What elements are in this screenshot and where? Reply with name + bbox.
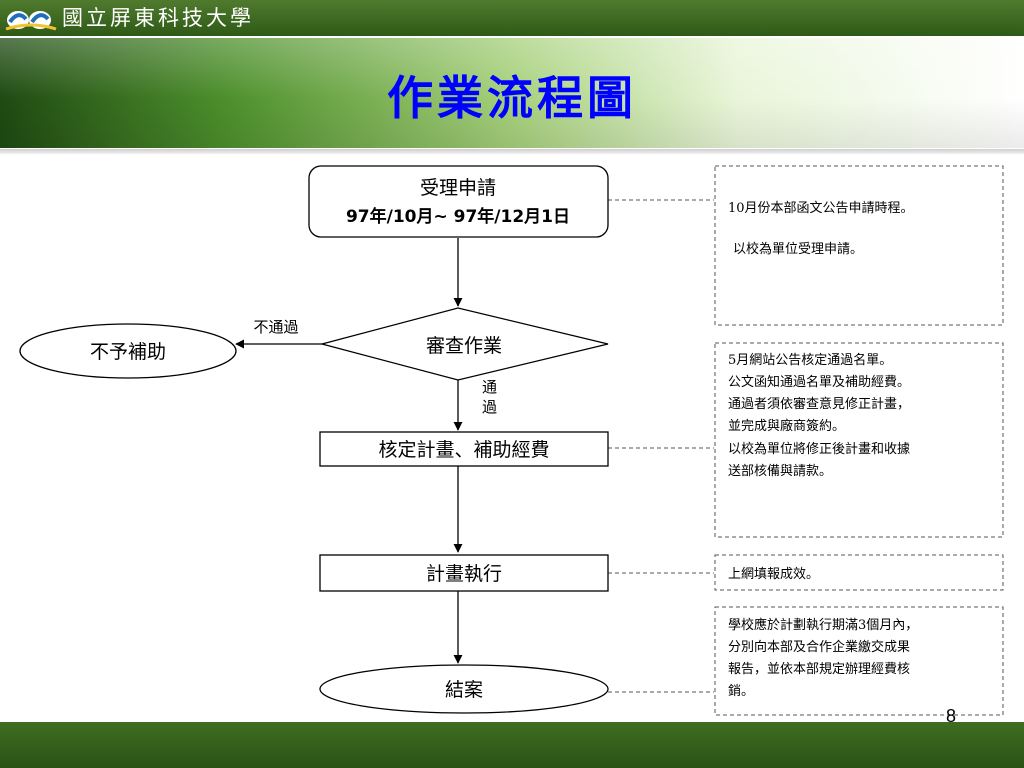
note-2-line-2: 公文函知通過名單及補助經費。 — [728, 374, 910, 390]
banner-shine — [0, 38, 1024, 148]
top-bar — [0, 0, 1024, 36]
node-approve — [319, 431, 609, 467]
page-title: 作業流程圖 — [387, 71, 637, 125]
node-execute — [319, 554, 609, 592]
bottom-bar — [0, 722, 1024, 768]
node-review-label: 審查作業 — [426, 335, 502, 357]
node-apply — [308, 165, 609, 238]
university-logo-icon — [5, 11, 57, 31]
note-2-line-4: 並完成與廠商簽約。 — [728, 418, 845, 434]
node-apply-title: 受理申請 — [420, 177, 496, 199]
note-3-line-1: 上網填報成效。 — [728, 567, 819, 582]
banner-divider — [0, 149, 1024, 154]
note-box-1 — [714, 165, 1004, 326]
node-approve-label: 核定計畫、補助經費 — [378, 439, 549, 461]
node-execute-label: 計畫執行 — [426, 563, 502, 585]
node-close-label: 結案 — [445, 679, 483, 701]
note-4-line-1: 學校應於計劃執行期滿3個月內， — [728, 617, 918, 633]
note-box-4 — [714, 606, 1004, 716]
note-4-line-3: 報告，並依本部規定辦理經費核 — [728, 662, 910, 677]
label-pass-1: 通 — [482, 378, 497, 396]
university-name: 國立屏東科技大學 — [62, 6, 254, 30]
node-review — [319, 307, 609, 381]
note-2-line-6: 送部核備與請款。 — [728, 463, 832, 479]
title-banner — [0, 38, 1024, 148]
note-1-line-1: 10月份本部函文公告申請時程。 — [728, 201, 914, 216]
page-number: 8 — [946, 706, 957, 726]
note-box-2 — [714, 342, 1004, 538]
node-close — [319, 664, 609, 714]
note-4-line-2: 分別向本部及合作企業繳交成果 — [728, 639, 910, 655]
note-box-3 — [714, 554, 1004, 591]
note-2-line-1: 5月網站公告核定通過名單。 — [728, 352, 892, 368]
note-4-line-4: 銷。 — [728, 683, 754, 699]
node-reject — [19, 323, 237, 379]
label-reject: 不通過 — [253, 318, 298, 336]
label-pass-2: 過 — [482, 398, 497, 416]
node-apply-dates: 97年/10月~ 97年/12月1日 — [346, 206, 570, 227]
note-2-line-3: 通過者須依審查意見修正計畫， — [728, 396, 910, 412]
note-2-line-5: 以校為單位將修正後計畫和收據 — [728, 441, 910, 457]
note-1-line-3: 以校為單位受理申請。 — [733, 241, 863, 257]
node-reject-label: 不予補助 — [90, 341, 166, 363]
